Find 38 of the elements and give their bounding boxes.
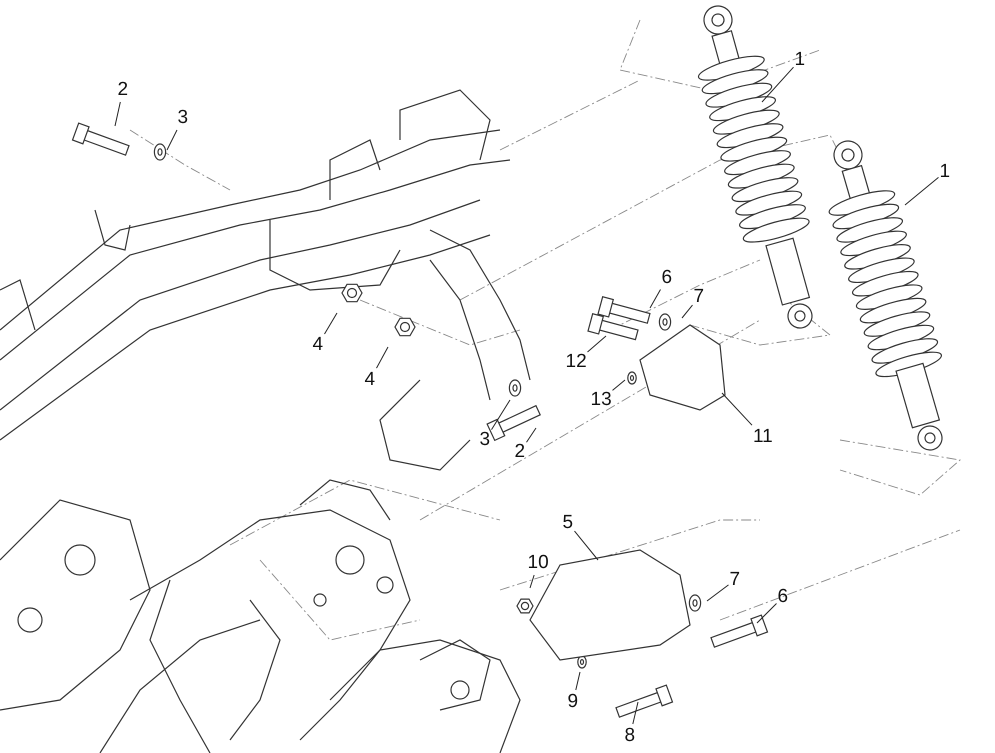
callout-number: 7	[730, 569, 740, 591]
leader-line	[491, 400, 510, 430]
callout-number: 6	[778, 586, 788, 608]
leader-line	[612, 380, 626, 391]
leader-line	[324, 312, 338, 335]
leader-line	[682, 304, 693, 318]
leader-line	[650, 288, 661, 308]
callout-number: 5	[562, 512, 574, 534]
callout-number: 13	[590, 389, 612, 411]
callout-number: 10	[528, 552, 549, 574]
callout-number: 2	[514, 441, 526, 463]
callout-number: 1	[940, 161, 950, 183]
callout-number: 3	[178, 107, 188, 129]
leader-line	[166, 130, 178, 150]
leader-line	[575, 672, 580, 690]
callout-number: 3	[480, 429, 490, 451]
leader-line	[762, 66, 794, 102]
leader-line	[722, 392, 752, 426]
leader-line	[706, 584, 729, 602]
callout-number: 12	[566, 351, 587, 373]
callout-number: 4	[312, 334, 324, 356]
leader-line	[574, 530, 598, 560]
leader-line	[526, 428, 536, 443]
leader-line	[756, 603, 777, 624]
leader-line	[632, 702, 638, 724]
callout-number: 11	[753, 426, 773, 448]
callout-number: 9	[568, 691, 578, 713]
leader-line	[587, 336, 606, 353]
callout-number: 2	[118, 79, 128, 101]
callout-number: 8	[624, 725, 636, 747]
leader-line	[530, 574, 535, 588]
leader-line	[376, 346, 388, 369]
leader-line	[904, 176, 939, 206]
leader-line	[114, 102, 121, 126]
callout-number: 7	[694, 286, 704, 308]
callout-number: 1	[794, 49, 806, 71]
callout-number: 6	[662, 267, 672, 289]
callout-number: 4	[364, 369, 376, 391]
